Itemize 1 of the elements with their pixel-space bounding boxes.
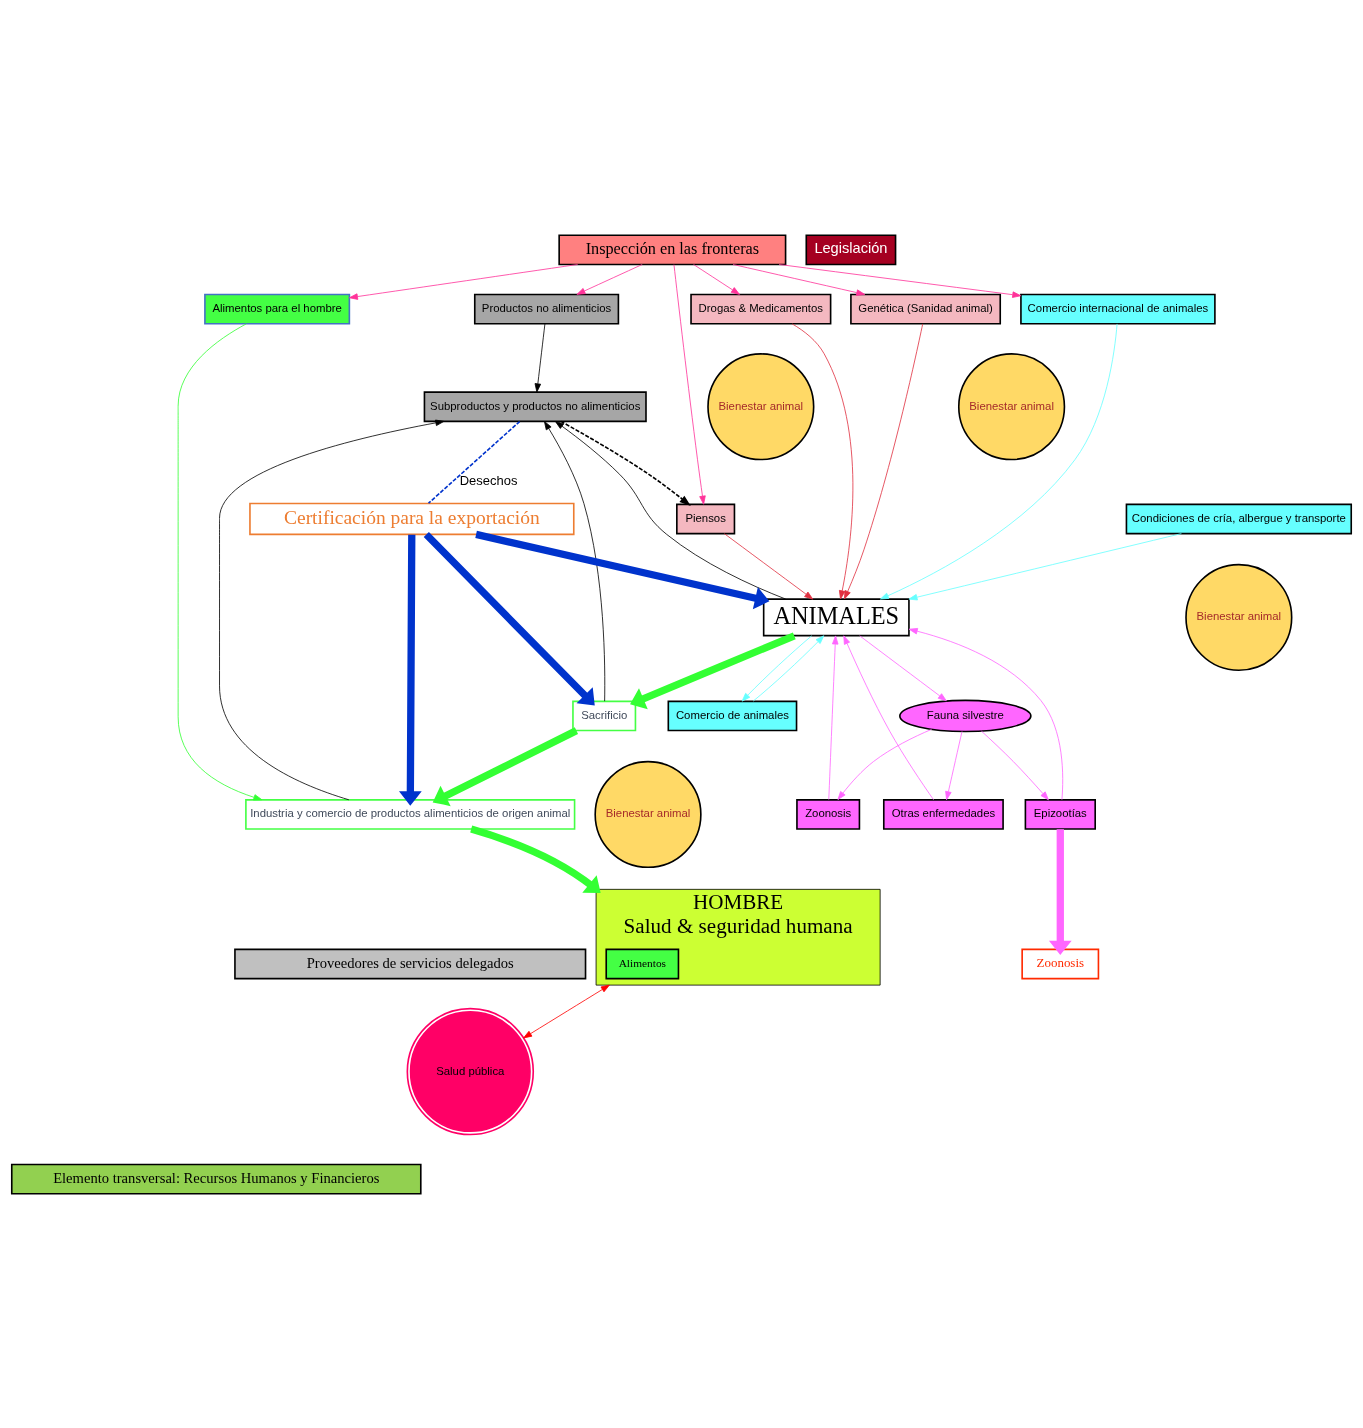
edge-label: Desechos <box>459 472 518 488</box>
